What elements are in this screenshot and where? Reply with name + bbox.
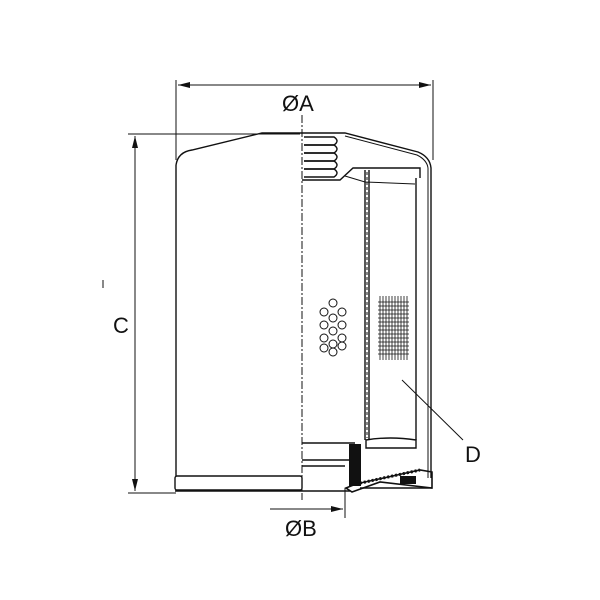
housing-exterior [174, 132, 303, 492]
base-plate-seal [302, 442, 433, 493]
dimension-b-label: ØB [285, 516, 317, 541]
filter-media-mesh [378, 296, 409, 360]
callout-d: D [401, 379, 481, 467]
dimension-a-label: ØA [282, 91, 314, 116]
perforation-holes [319, 298, 347, 357]
dimension-b: ØB [270, 488, 346, 541]
housing-section [302, 132, 432, 478]
end-cap-top [302, 167, 421, 185]
dimension-c-label: C [113, 313, 129, 338]
callout-d-label: D [465, 442, 481, 467]
filter-element [364, 170, 417, 449]
dimension-a: ØA [175, 80, 434, 160]
dimension-c: C [113, 133, 300, 494]
spring [304, 136, 338, 178]
